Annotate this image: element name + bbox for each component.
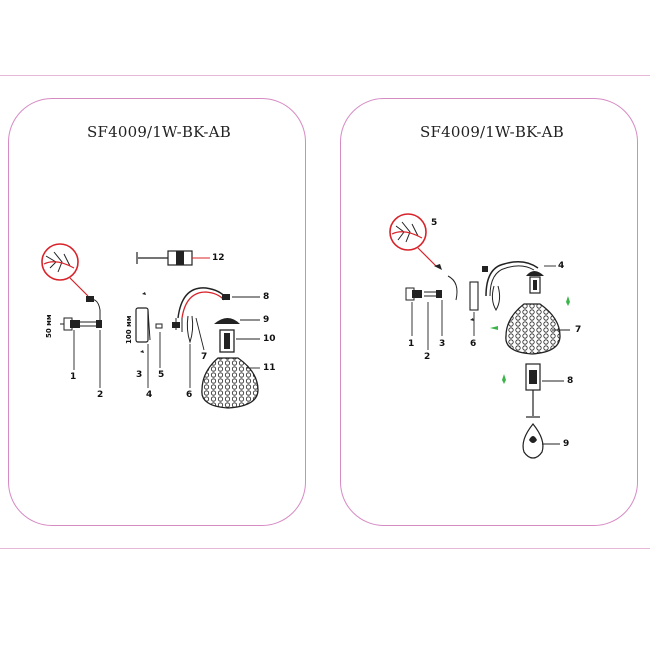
left-callout-2: 2: [97, 390, 104, 400]
top-rule: [0, 75, 650, 76]
left-panel-title: SF4009/1W-BK-AB: [87, 123, 231, 141]
right-callout-9: 9: [563, 439, 570, 449]
left-cup: [214, 318, 260, 324]
left-callout-10: 10: [263, 334, 276, 344]
left-wiring-detail: [41, 243, 89, 297]
left-callout-6: 6: [186, 390, 193, 400]
left-callout-9: 9: [263, 315, 270, 325]
right-bracket: [405, 264, 458, 350]
dimension-50mm: 50 мм: [45, 314, 53, 338]
left-part-5-nut: [155, 323, 163, 329]
left-callout-7: 7: [201, 352, 208, 362]
right-panel-title: SF4009/1W-BK-AB: [420, 123, 564, 141]
right-callout-1: 1: [408, 339, 415, 349]
left-callout-1: 1: [70, 372, 77, 382]
right-arrows: [490, 296, 570, 384]
left-shade: [201, 357, 260, 409]
left-callout-5: 5: [158, 370, 165, 380]
right-callout-2: 2: [424, 352, 431, 362]
right-callout-6: 6: [470, 339, 477, 349]
left-callout-4: 4: [146, 390, 153, 400]
left-arm: [172, 287, 260, 388]
right-panel: [340, 98, 638, 526]
left-callout-12: 12: [212, 253, 225, 263]
right-tube: [525, 363, 564, 418]
left-callout-11: 11: [263, 363, 276, 373]
bottom-rule: [0, 548, 650, 549]
left-socket: [219, 329, 260, 353]
right-callout-3: 3: [439, 339, 446, 349]
right-wiring-detail: [389, 213, 437, 267]
right-bulb: [522, 423, 560, 459]
right-callout-8: 8: [567, 376, 574, 386]
right-callout-7: 7: [575, 325, 582, 335]
left-callout-8: 8: [263, 292, 270, 302]
right-callout-4: 4: [558, 261, 565, 271]
left-wall-plate: [135, 292, 151, 388]
right-shade: [505, 303, 570, 355]
right-wall-plate: [469, 281, 479, 336]
left-callout-3: 3: [136, 370, 143, 380]
dimension-100mm: 100 мм: [125, 315, 133, 345]
left-bracket: [60, 296, 102, 388]
right-arm: [482, 261, 556, 311]
right-callout-5: 5: [431, 218, 438, 228]
left-tube: [136, 250, 210, 266]
left-panel: [8, 98, 306, 526]
